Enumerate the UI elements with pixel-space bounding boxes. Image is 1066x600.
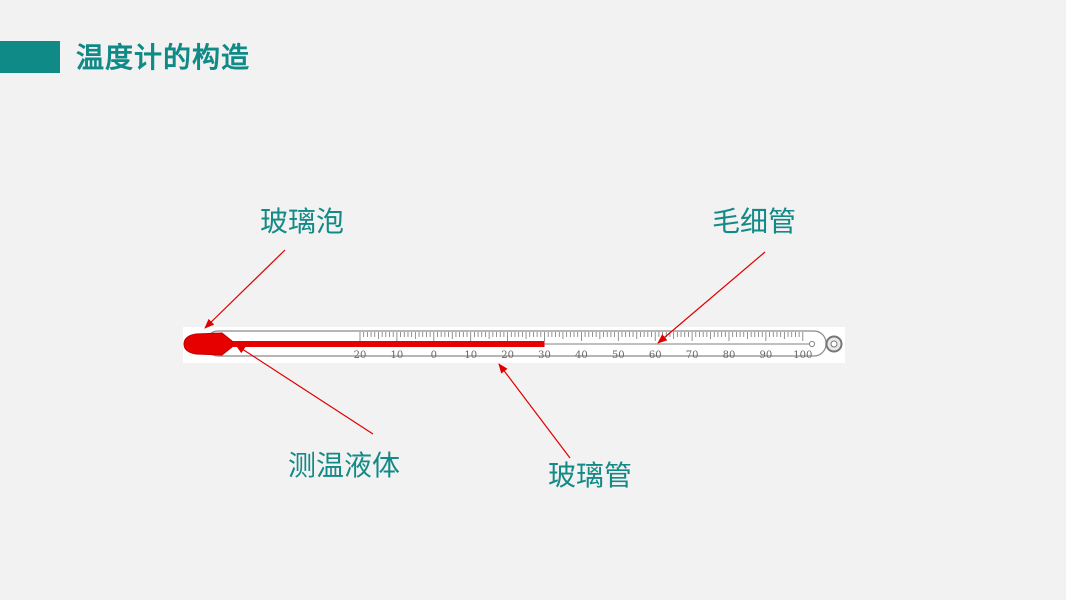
tick-label: 90 — [760, 350, 773, 361]
liquid-column — [222, 341, 545, 347]
tick-label: 20 — [501, 350, 514, 361]
tick-label: 50 — [612, 350, 625, 361]
tick-label: 0 — [431, 350, 437, 361]
tick-label: 70 — [686, 350, 699, 361]
tick-label: 100 — [793, 350, 812, 361]
scale-ticks — [359, 332, 804, 341]
tick-label: 60 — [649, 350, 662, 361]
arrow-capillary — [657, 251, 766, 344]
label-glass-tube: 玻璃管 — [548, 459, 633, 492]
hanging-ring-hole — [830, 340, 838, 348]
tick-label: 10 — [464, 350, 477, 361]
label-liquid: 测温液体 — [288, 449, 401, 482]
arrow-bulb — [204, 249, 286, 329]
tick-label: 30 — [538, 350, 551, 361]
tick-label: 80 — [723, 350, 736, 361]
tick-label: 10 — [391, 350, 404, 361]
page-title: 温度计的构造 — [76, 41, 251, 74]
arrow-tube — [498, 363, 571, 459]
label-glass-bulb: 玻璃泡 — [260, 205, 345, 238]
capillary-end — [808, 340, 816, 348]
arrow-liquid — [235, 344, 374, 435]
label-capillary: 毛细管 — [712, 205, 797, 238]
title-accent-bar — [0, 41, 60, 73]
glass-bulb — [183, 332, 233, 356]
tick-label: 40 — [575, 350, 588, 361]
tick-label: 20 — [354, 350, 367, 361]
